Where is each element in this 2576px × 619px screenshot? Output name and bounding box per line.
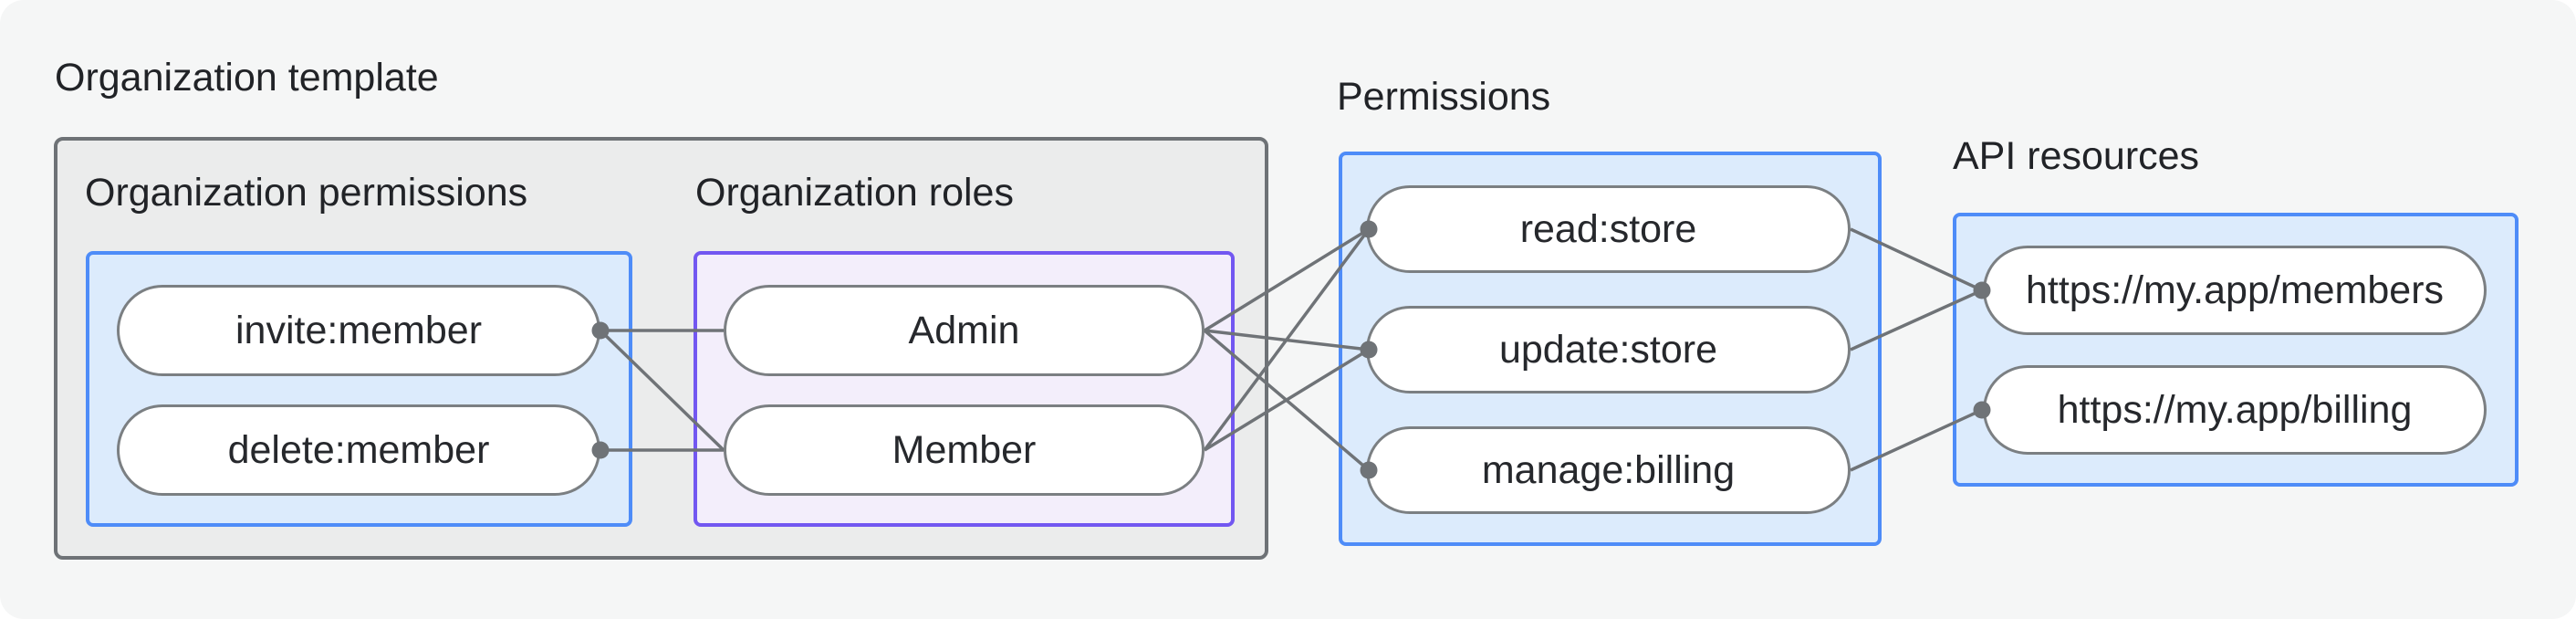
node-invite-member: invite:member — [117, 285, 600, 376]
connector-dot-billing-api — [1973, 401, 1991, 419]
node-delete-member: delete:member — [117, 404, 600, 496]
api-resources-label: API resources — [1953, 134, 2200, 178]
connector-dot-members-api — [1973, 281, 1991, 299]
diagram-title: Organization template — [55, 56, 439, 100]
node-update-store: update:store — [1366, 306, 1851, 393]
connector-dot-delete-member — [591, 441, 610, 459]
connector-dot-manage-billing — [1360, 461, 1378, 479]
org-permissions-label: Organization permissions — [85, 171, 528, 215]
node-member-role: Member — [724, 404, 1205, 496]
node-members-api: https://my.app/members — [1983, 246, 2487, 335]
connector-dot-invite-member — [591, 321, 610, 340]
node-billing-api: https://my.app/billing — [1983, 365, 2487, 455]
node-read-store: read:store — [1366, 185, 1851, 273]
connector-dot-update-store — [1360, 341, 1378, 359]
node-manage-billing: manage:billing — [1366, 426, 1851, 514]
org-roles-label: Organization roles — [695, 171, 1014, 215]
permissions-label: Permissions — [1337, 75, 1551, 119]
connector-dot-read-store — [1360, 220, 1378, 238]
node-admin-role: Admin — [724, 285, 1205, 376]
